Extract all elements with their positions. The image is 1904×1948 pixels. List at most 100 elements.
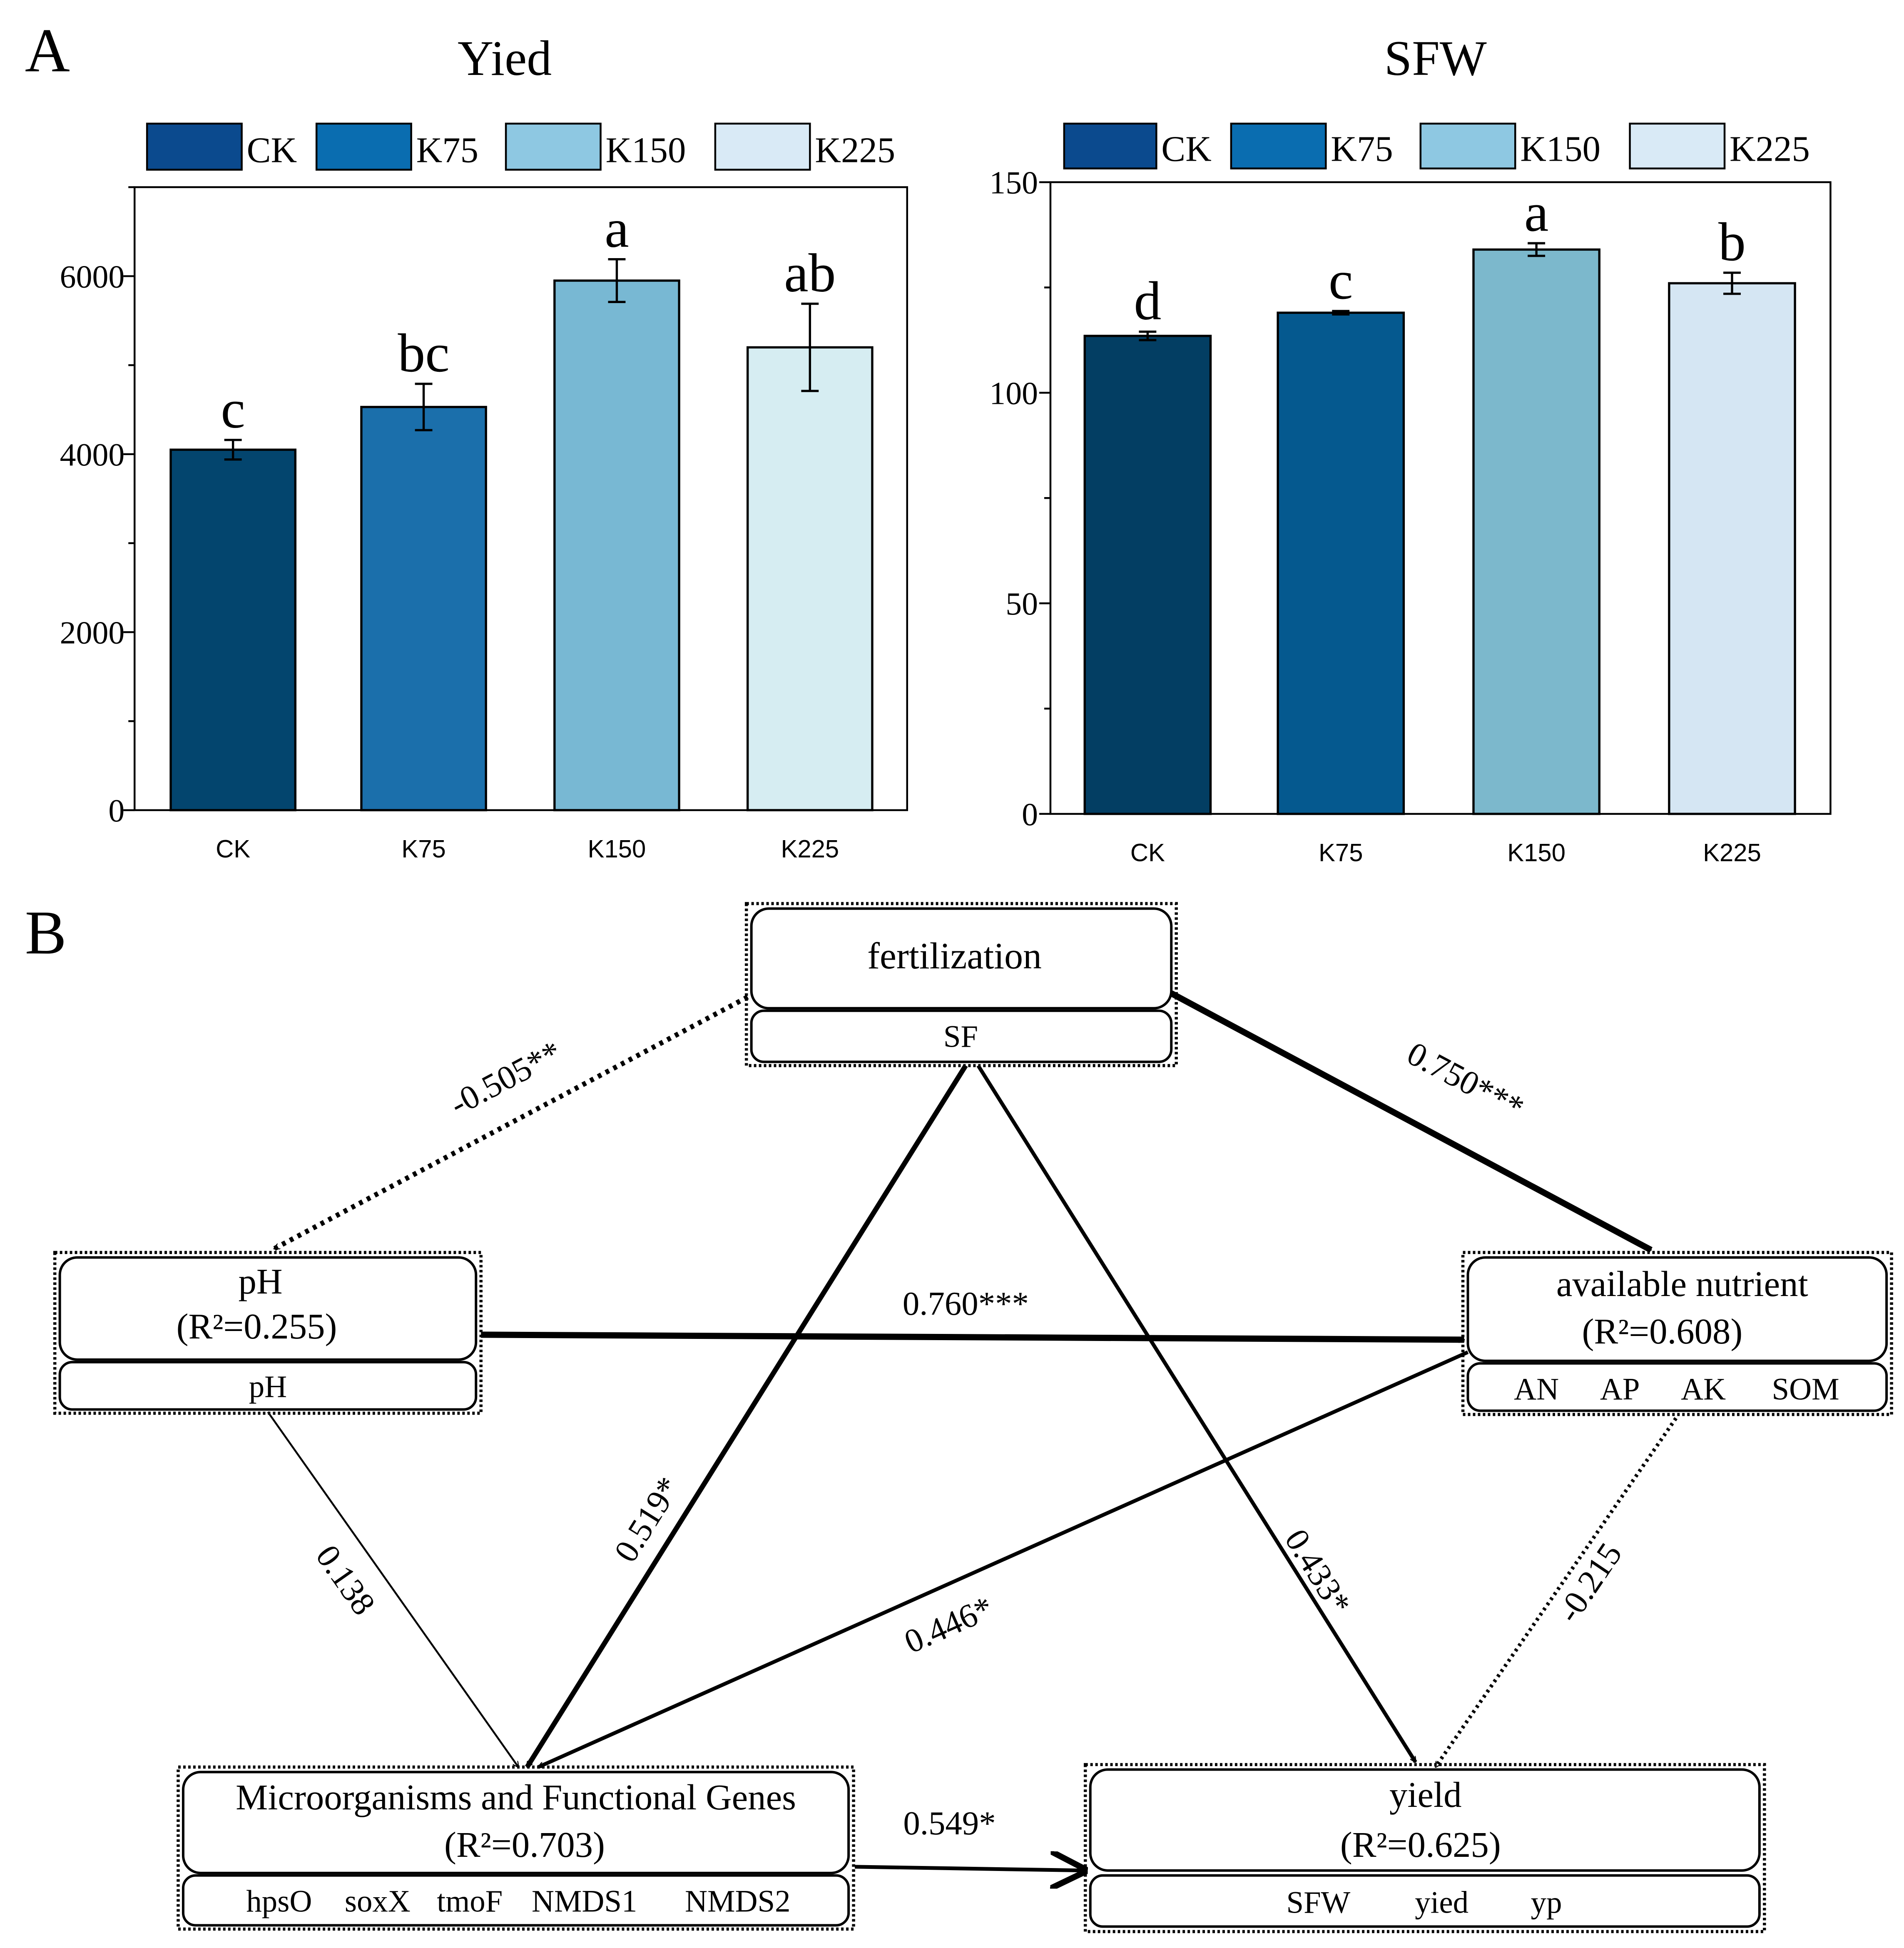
x-tick-label: CK xyxy=(1130,839,1165,867)
node-ph: pH (R²=0.255) pH xyxy=(53,1251,483,1415)
legend-swatch xyxy=(505,122,602,171)
coef-fertilization-ph: -0.505** xyxy=(444,1034,567,1123)
chart-title: Yied xyxy=(458,30,552,86)
x-axis: CK K75 K150 K225 xyxy=(216,835,839,863)
y-tick-label: 150 xyxy=(989,165,1038,201)
node-indicator: yp xyxy=(1531,1886,1562,1920)
node-available-nutrient: available nutrient (R²=0.608) AN AP AK S… xyxy=(1461,1251,1893,1416)
coef-fertilization-yield: 0.433* xyxy=(1277,1523,1358,1621)
x-tick-label: CK xyxy=(216,835,250,863)
bar xyxy=(553,279,680,811)
legend-label: CK xyxy=(247,130,297,170)
node-fertilization: fertilization SF xyxy=(744,902,1178,1067)
legend-label: K225 xyxy=(815,130,895,170)
legend-label: K150 xyxy=(1520,129,1600,169)
path-fertilization-yield xyxy=(976,1065,1417,1762)
coef-fertilization-nutrient: 0.750*** xyxy=(1401,1035,1530,1127)
chart-legend: CK K75 K150 K225 xyxy=(1063,122,1810,169)
bar xyxy=(169,448,296,811)
path-ph-micro xyxy=(267,1411,518,1767)
legend-swatch xyxy=(1419,122,1516,169)
y-axis: 0 50 100 150 xyxy=(989,165,1050,832)
y-tick-label: 0 xyxy=(108,793,124,828)
y-tick-label: 0 xyxy=(1022,796,1038,832)
significance-letter: ab xyxy=(784,243,836,304)
path-ph-nutrient xyxy=(481,1331,1464,1340)
node-indicator: yied xyxy=(1415,1886,1468,1920)
panel-label-a: A xyxy=(25,16,70,85)
significance-letter: c xyxy=(1329,250,1353,311)
node-yield: yield (R²=0.625) SFW yied yp xyxy=(1083,1763,1766,1933)
y-tick-label: 2000 xyxy=(60,615,125,650)
x-tick-label: K150 xyxy=(588,835,646,863)
x-tick-label: K150 xyxy=(1507,839,1566,867)
x-tick-label: K75 xyxy=(401,835,446,863)
node-title: available nutrient xyxy=(1556,1264,1808,1304)
node-indicator: AP xyxy=(1600,1372,1640,1407)
path-nutrient-micro xyxy=(538,1350,1469,1769)
y-tick-label: 100 xyxy=(989,375,1038,411)
significance-letter: b xyxy=(1718,212,1746,272)
x-tick-label: K225 xyxy=(781,835,839,863)
y-axis: 0 2000 4000 6000 xyxy=(60,186,135,828)
node-indicator: AK xyxy=(1681,1372,1726,1407)
path-micro-yield xyxy=(854,1867,1084,1871)
bar xyxy=(1472,248,1600,815)
node-indicator: hpsO xyxy=(246,1884,312,1919)
legend-swatch xyxy=(315,122,412,171)
coef-fertilization-micro: 0.519* xyxy=(607,1470,687,1569)
node-r2: (R²=0.625) xyxy=(1340,1825,1501,1865)
bar xyxy=(1668,282,1796,815)
bar xyxy=(1277,311,1405,815)
bars: d c a b xyxy=(1083,182,1796,815)
node-indicators: SF xyxy=(943,1020,978,1054)
coef-ph-nutrient: 0.760*** xyxy=(903,1285,1029,1322)
y-tick-label: 50 xyxy=(1006,586,1038,622)
path-fertilization-nutrient xyxy=(1170,990,1651,1253)
node-indicator: tmoF xyxy=(437,1884,503,1919)
significance-letter: d xyxy=(1134,271,1161,331)
coef-micro-yield: 0.549* xyxy=(903,1805,996,1842)
bar xyxy=(746,346,874,811)
node-indicator: NMDS2 xyxy=(685,1884,791,1919)
x-tick-label: K225 xyxy=(1703,839,1761,867)
legend-label: CK xyxy=(1161,129,1212,169)
path-nutrient-yield xyxy=(1434,1417,1678,1767)
node-title: pH xyxy=(238,1261,282,1301)
node-title: fertilization xyxy=(867,935,1042,977)
plot-frame xyxy=(133,186,908,811)
path-fertilization-ph xyxy=(274,995,749,1251)
chart-title: SFW xyxy=(1384,30,1487,86)
significance-letter: a xyxy=(605,199,629,259)
node-title: yield xyxy=(1389,1775,1462,1815)
node-indicator: NMDS1 xyxy=(532,1884,637,1919)
bar xyxy=(1083,335,1212,815)
legend-swatch xyxy=(714,122,811,171)
node-r2: (R²=0.255) xyxy=(177,1306,337,1346)
path-arrows xyxy=(267,990,1678,1871)
legend-label: K75 xyxy=(1331,129,1393,169)
node-indicators: pH xyxy=(249,1370,287,1404)
y-tick-label: 6000 xyxy=(60,259,125,294)
path-coefficients: -0.505** 0.750*** 0.519* 0.433* 0.760***… xyxy=(309,1034,1629,1842)
node-indicator: AN xyxy=(1514,1372,1559,1407)
node-indicator: SOM xyxy=(1772,1372,1839,1407)
legend-swatch xyxy=(146,122,243,171)
plot-frame xyxy=(1049,181,1832,815)
significance-letter: bc xyxy=(398,323,449,383)
bar xyxy=(360,406,487,811)
node-r2: (R²=0.703) xyxy=(444,1825,605,1865)
legend-swatch xyxy=(1230,122,1327,169)
node-indicator: SFW xyxy=(1286,1886,1350,1920)
y-tick-label: 4000 xyxy=(60,437,125,473)
legend-label: K225 xyxy=(1730,129,1810,169)
legend-swatch xyxy=(1063,122,1157,169)
significance-letter: a xyxy=(1524,182,1548,243)
legend-label: K150 xyxy=(606,130,686,170)
